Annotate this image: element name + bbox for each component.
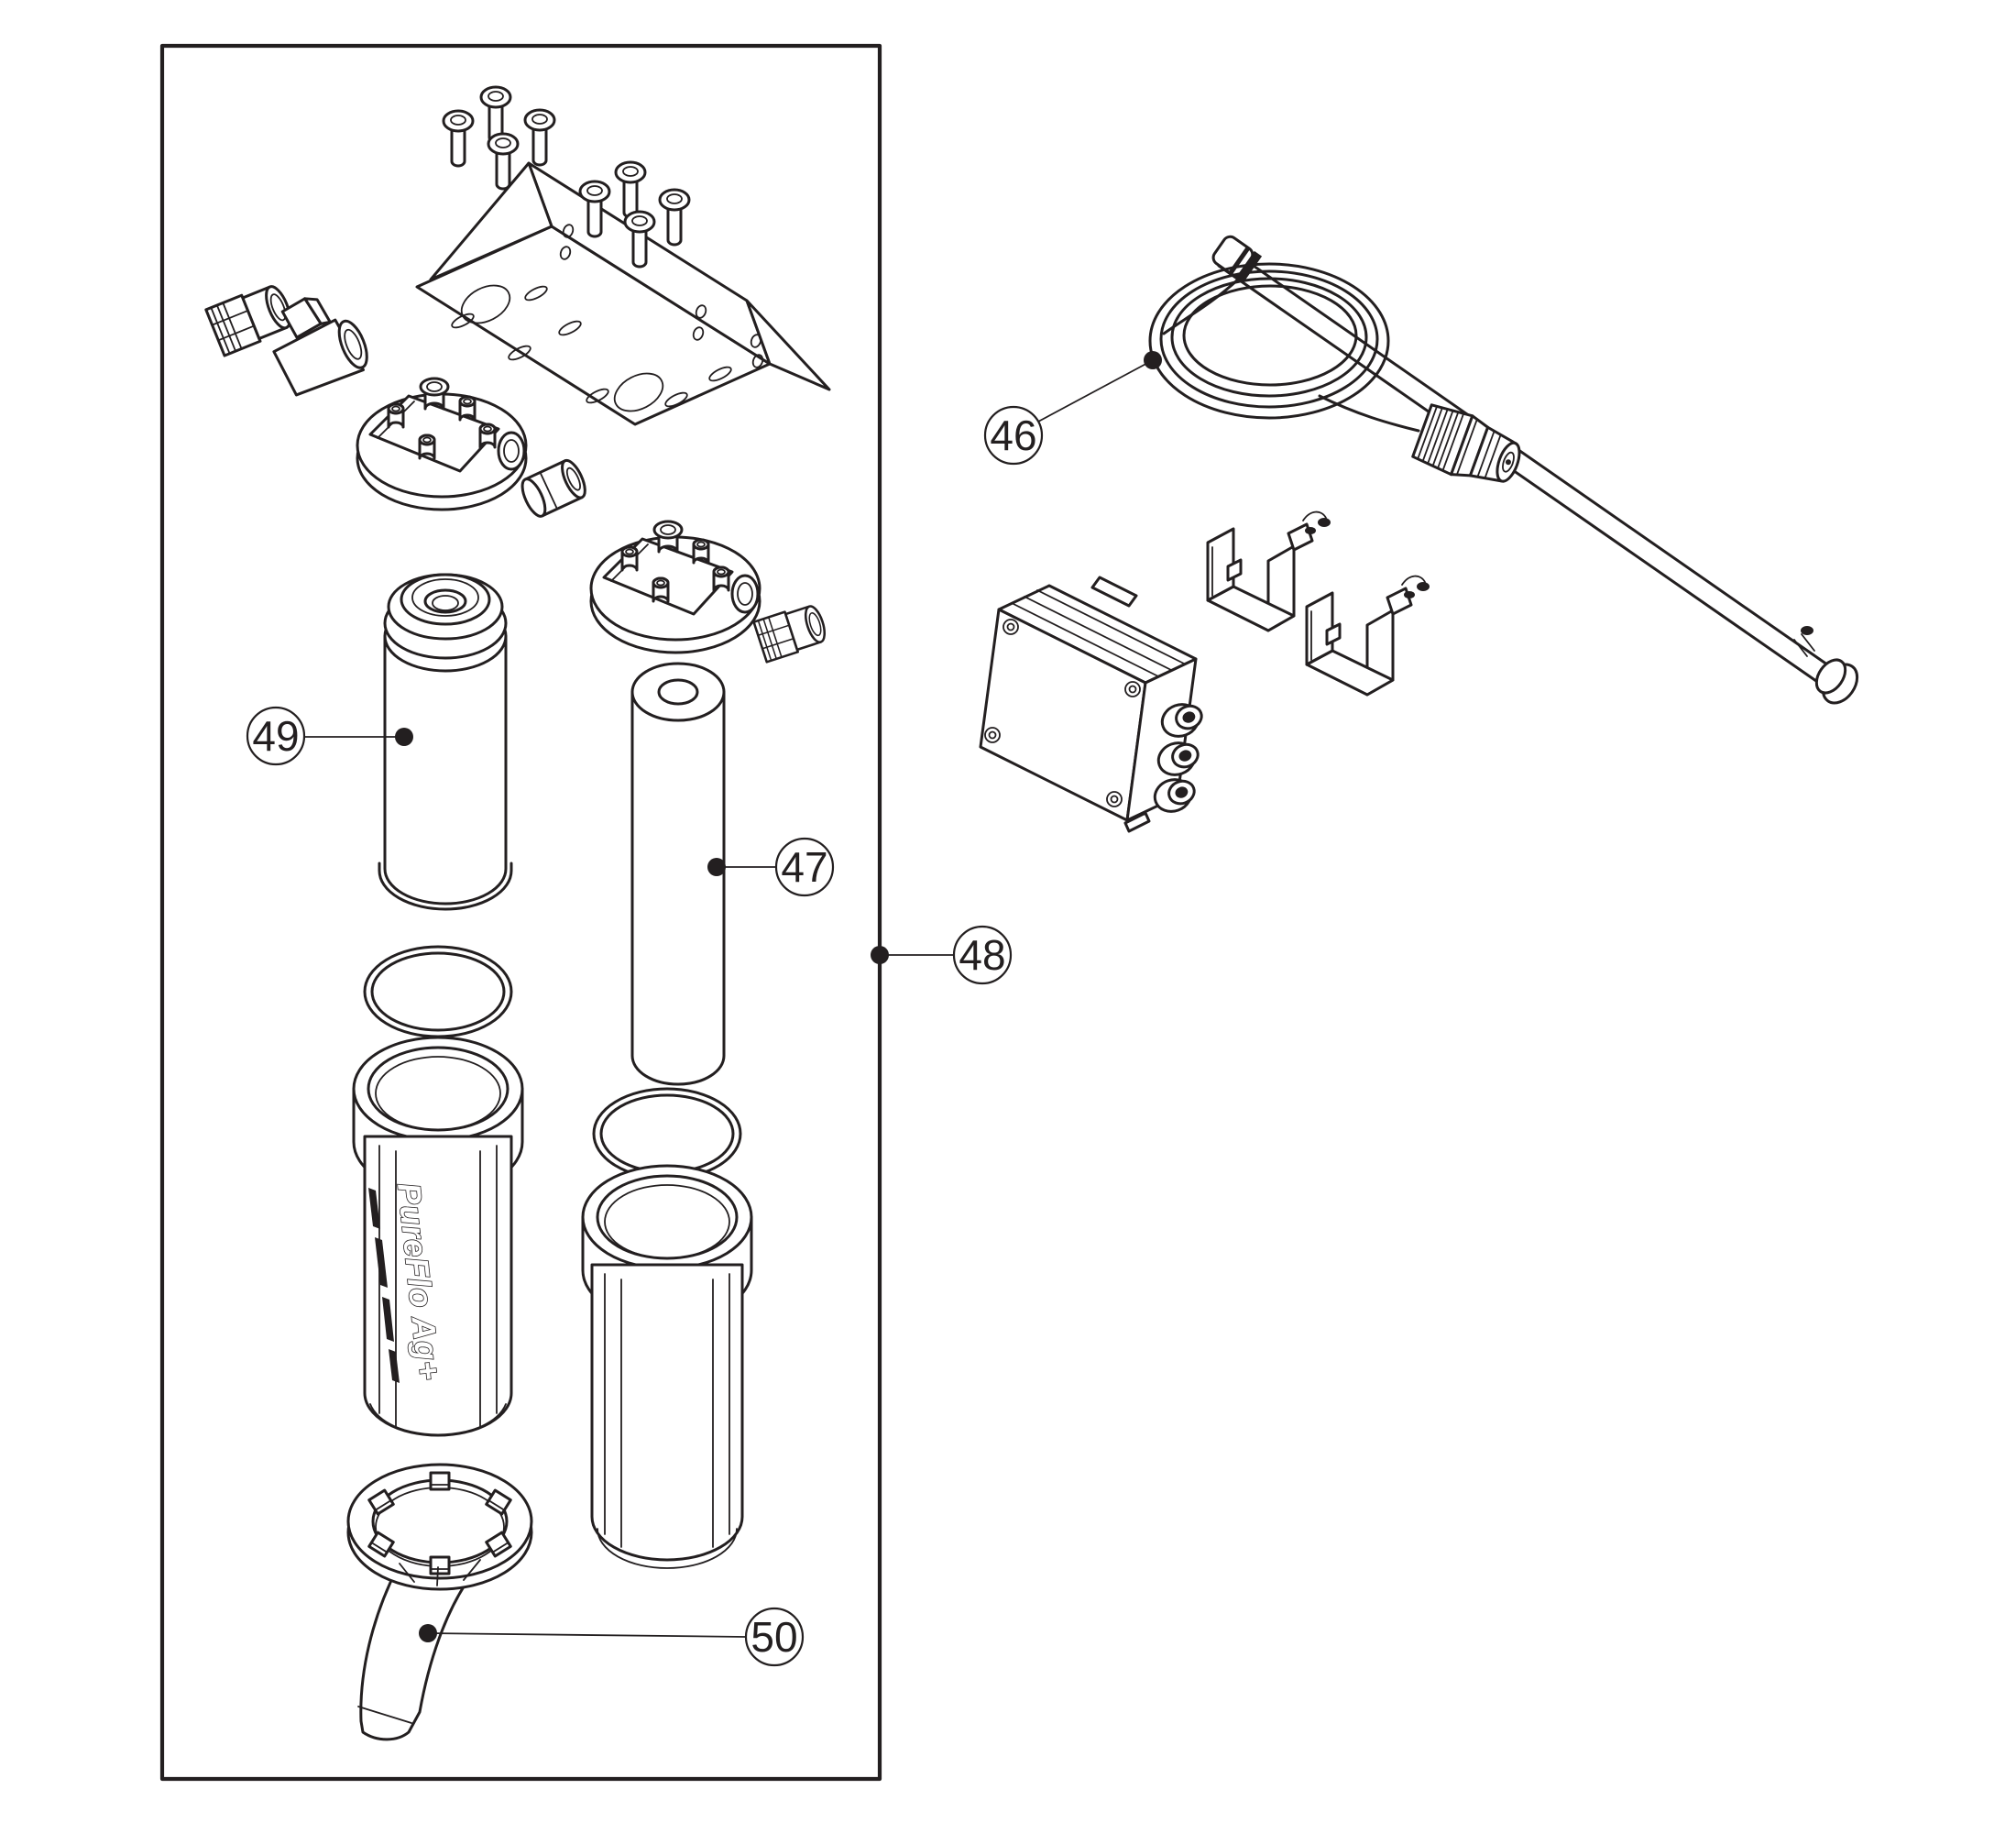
dip-tube-rod: [1217, 247, 1859, 705]
callout-47: 47: [707, 837, 835, 897]
carbon-filter-cartridge: [378, 573, 513, 911]
callout-46-label: 46: [990, 412, 1036, 459]
callout-50-label: 50: [751, 1613, 797, 1661]
callout-48: 48: [871, 925, 1013, 985]
control-box: [979, 576, 1203, 833]
u-bracket-2: [1305, 575, 1431, 697]
sensor-cable-connector: [1411, 403, 1521, 483]
filter-head-right: [591, 521, 760, 653]
cable-gland: [1156, 741, 1200, 776]
callout-49: 49: [246, 706, 413, 766]
shutoff-valve: [272, 297, 368, 397]
compression-fitting-outlet: [752, 605, 827, 664]
filter-housing-right: [581, 1164, 753, 1569]
callout-50: 50: [419, 1607, 805, 1667]
callout-47-label: 47: [781, 843, 827, 891]
o-ring-left: [363, 945, 513, 1038]
sediment-filter-cartridge: [630, 662, 726, 1086]
cable-gland: [1160, 703, 1203, 738]
callout-46: 46: [983, 351, 1162, 466]
nipple-fitting: [520, 458, 586, 518]
diagram-frame-box: [159, 43, 882, 1782]
sensor-cable-coil: [1148, 262, 1420, 433]
filter-housing-left: PureFlo Ag+: [352, 1036, 524, 1437]
callout-49-label: 49: [252, 712, 299, 760]
filter-housing-wrench: [346, 1463, 533, 1741]
cable-gland: [1153, 778, 1196, 813]
compression-fitting-inlet: [204, 285, 291, 357]
filter-head-left: [357, 379, 526, 510]
callout-48-label: 48: [959, 931, 1005, 979]
